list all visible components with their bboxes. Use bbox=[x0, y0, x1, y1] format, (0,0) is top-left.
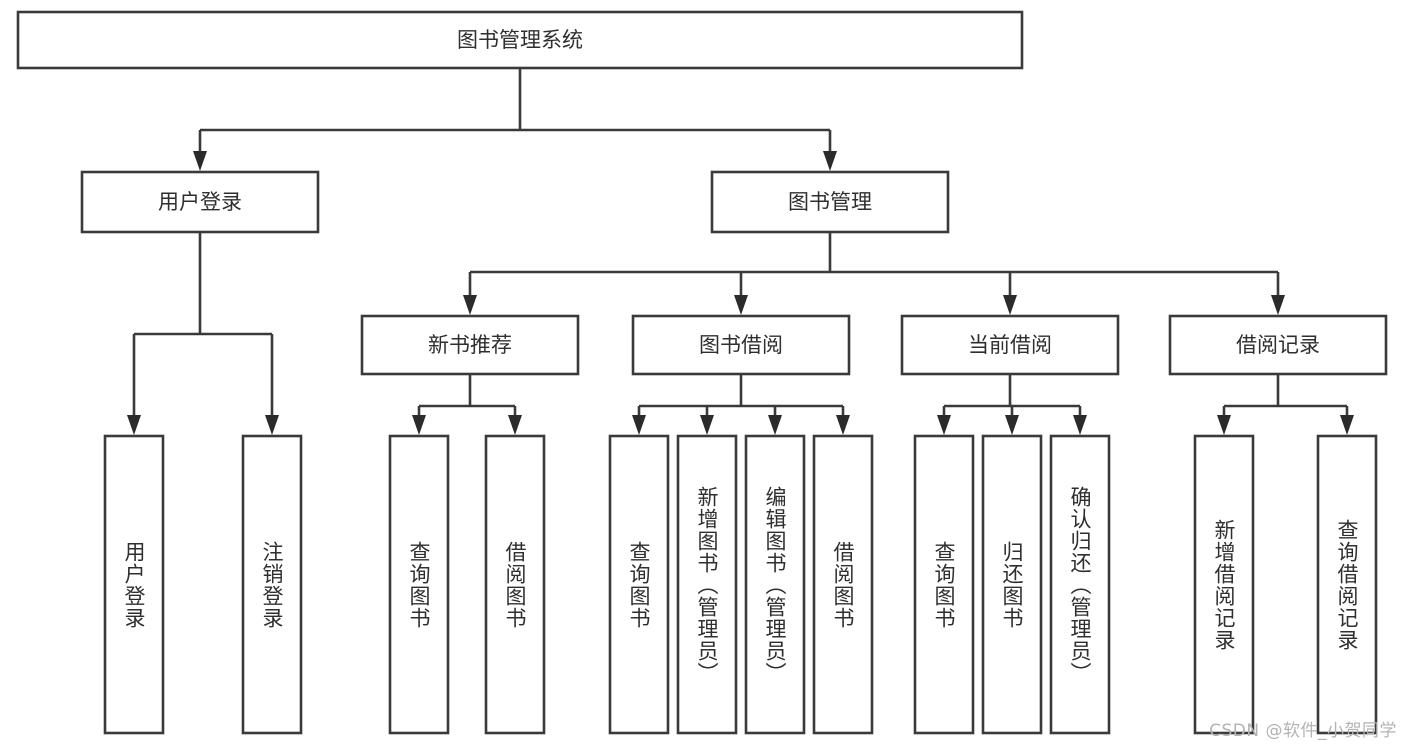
arrow-head-icon bbox=[734, 295, 748, 315]
arrow-head-icon bbox=[463, 295, 477, 315]
node-box-leaf-rec-query[interactable] bbox=[388, 434, 450, 735]
node-label-book-borrow: 图书借阅 bbox=[699, 333, 783, 357]
arrow-head-icon bbox=[1217, 415, 1231, 435]
node-label-borrow-record: 借阅记录 bbox=[1236, 333, 1320, 357]
node-box-leaf-rec-borrow[interactable] bbox=[484, 434, 546, 735]
node-box-current-borrow[interactable] bbox=[900, 314, 1120, 376]
arrow-head-icon bbox=[1003, 295, 1017, 315]
arrow-head-icon bbox=[1340, 415, 1354, 435]
edges-layer bbox=[127, 68, 1354, 435]
node-box-leaf-br-add[interactable] bbox=[1193, 434, 1255, 735]
node-box-leaf-br-query[interactable] bbox=[1316, 434, 1378, 735]
arrow-head-icon bbox=[836, 415, 850, 435]
node-box-leaf-bb-query[interactable] bbox=[608, 434, 670, 735]
node-label-current-borrow: 当前借阅 bbox=[968, 333, 1052, 357]
arrow-head-icon bbox=[265, 415, 279, 435]
node-label-root: 图书管理系统 bbox=[457, 28, 583, 52]
node-box-leaf-bb-add[interactable] bbox=[676, 434, 738, 735]
arrow-head-icon bbox=[508, 415, 522, 435]
node-box-book-borrow[interactable] bbox=[631, 314, 851, 376]
arrow-head-icon bbox=[823, 151, 837, 171]
arrow-head-icon bbox=[193, 151, 207, 171]
node-box-user-login[interactable] bbox=[80, 170, 320, 234]
node-box-leaf-cb-confirm[interactable] bbox=[1049, 434, 1111, 735]
boxes-layer bbox=[16, 10, 1388, 735]
watermark-csdn: CSDN @软件_小贺同学 bbox=[1209, 721, 1397, 741]
node-box-leaf-bb-edit[interactable] bbox=[744, 434, 806, 735]
node-box-leaf-cb-query[interactable] bbox=[913, 434, 975, 735]
arrow-head-icon bbox=[937, 415, 951, 435]
node-box-leaf-user-logout[interactable] bbox=[241, 434, 303, 735]
node-label-book-manage: 图书管理 bbox=[788, 190, 872, 214]
arrow-head-icon bbox=[768, 415, 782, 435]
arrow-head-icon bbox=[1073, 415, 1087, 435]
node-box-leaf-cb-return[interactable] bbox=[981, 434, 1043, 735]
arrow-head-icon bbox=[632, 415, 646, 435]
node-label-new-book-rec: 新书推荐 bbox=[428, 333, 512, 357]
arrow-head-icon bbox=[1271, 295, 1285, 315]
arrow-head-icon bbox=[127, 415, 141, 435]
node-box-new-book-rec[interactable] bbox=[360, 314, 580, 376]
node-label-user-login: 用户登录 bbox=[158, 190, 242, 214]
node-box-leaf-bb-borrow[interactable] bbox=[812, 434, 874, 735]
node-box-book-manage[interactable] bbox=[710, 170, 950, 234]
node-box-borrow-record[interactable] bbox=[1168, 314, 1388, 376]
node-box-leaf-user-login[interactable] bbox=[103, 434, 165, 735]
arrow-head-icon bbox=[1005, 415, 1019, 435]
node-box-root[interactable] bbox=[16, 10, 1024, 70]
arrow-head-icon bbox=[700, 415, 714, 435]
arrow-head-icon bbox=[412, 415, 426, 435]
